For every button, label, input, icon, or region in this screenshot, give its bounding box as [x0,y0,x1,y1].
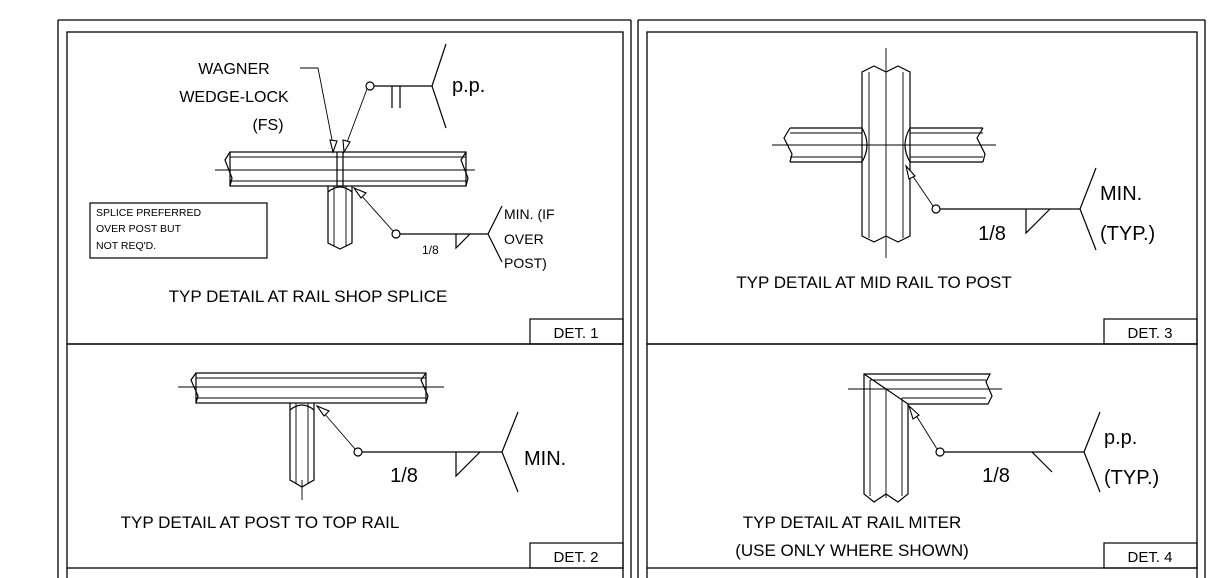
det4-title-line-1: TYP DETAIL AT RAIL MITER [743,513,962,532]
det1-callout-line-3: (FS) [252,117,283,134]
det4-weld-size: 1/8 [982,465,1010,487]
sheet-frames [57,19,1206,578]
det1-callout-line-1: WAGNER [198,61,269,78]
det1-title: TYP DETAIL AT RAIL SHOP SPLICE [169,287,448,306]
det1-note-line-3: NOT REQ'D. [96,240,156,252]
det1-weld-note-line-3: POST) [504,255,547,271]
det1-callout-line-2: WEDGE-LOCK [179,89,289,106]
det3-title: TYP DETAIL AT MID RAIL TO POST [736,273,1012,292]
det2-weld-size: 1/8 [390,465,418,487]
detail-3: 1/8 MIN. (TYP.) TYP DETAIL AT MID RAIL T… [736,48,1198,345]
det1-weld-size: 1/8 [422,243,439,257]
det3-weld-size: 1/8 [978,223,1006,245]
det1-note-line-1: SPLICE PREFERRED [96,207,201,219]
det4-tag: DET. 4 [1127,549,1172,566]
detail-4: 1/8 p.p. (TYP.) TYP DETAIL AT RAIL MITER… [735,373,1198,569]
det3-tag: DET. 3 [1127,325,1172,342]
det1-tag: DET. 1 [553,325,598,342]
det4-weld-note-line-2: (TYP.) [1104,467,1159,489]
det1-weld-note-line-1: MIN. (IF [504,206,555,222]
det1-weld-note-line-2: OVER [504,231,544,247]
det2-weld-note-line-1: MIN. [524,448,566,470]
det1-weld-top-note: p.p. [452,75,485,97]
det3-weld-note-line-1: MIN. [1100,183,1142,205]
detail-1: WAGNER WEDGE-LOCK (FS) p.p. SPLICE PREFE… [89,43,624,345]
det2-tag: DET. 2 [553,549,598,566]
det2-title: TYP DETAIL AT POST TO TOP RAIL [121,513,400,532]
detail-2: 1/8 MIN. TYP DETAIL AT POST TO TOP RAIL … [121,372,624,569]
det3-weld-note-line-2: (TYP.) [1100,223,1155,245]
det4-weld-note-line-1: p.p. [1104,427,1137,449]
det4-title-line-2: (USE ONLY WHERE SHOWN) [735,541,969,560]
panel-borders [66,31,1198,578]
det1-note-line-2: OVER POST BUT [96,223,182,235]
